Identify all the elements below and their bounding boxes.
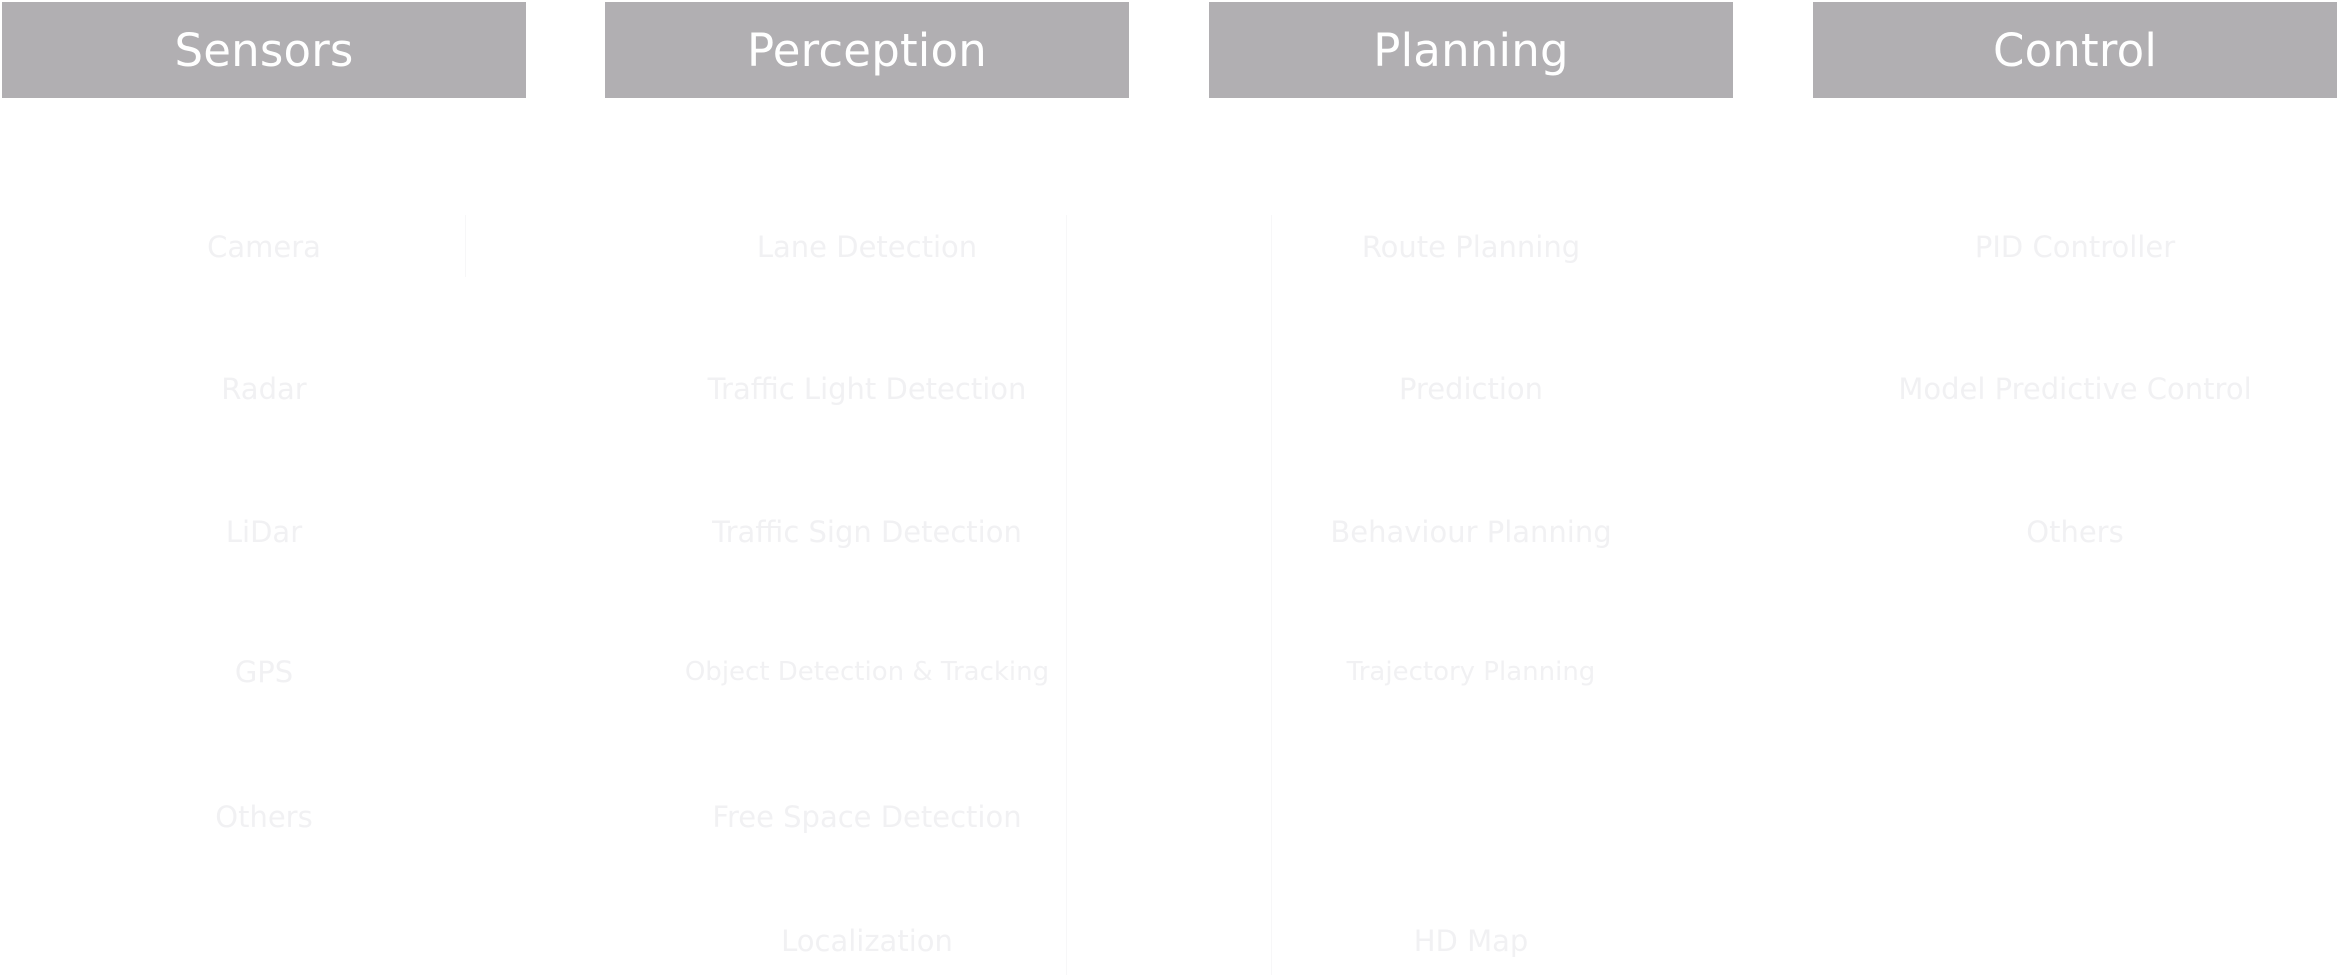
item-control-others: Others	[2026, 515, 2124, 549]
item-gps: GPS	[234, 655, 294, 689]
item-traffic-light-detection: Traffic Light Detection	[707, 372, 1027, 406]
item-trajectory-planning: Trajectory Planning	[1346, 657, 1596, 687]
item-sensors-others: Others	[215, 800, 313, 834]
separator-line	[1271, 215, 1272, 975]
column-perception: Perception Lane Detection Traffic Light …	[605, 0, 1129, 976]
separator-line	[465, 215, 466, 277]
item-lidar: LiDar	[225, 515, 303, 549]
column-header-sensors: Sensors	[2, 2, 526, 98]
item-model-predictive-control: Model Predictive Control	[1898, 372, 2252, 406]
column-control: Control PID Controller Model Predictive …	[1813, 0, 2337, 976]
column-sensors: Sensors Camera Radar LiDar GPS Others	[2, 0, 526, 976]
item-camera: Camera	[207, 230, 321, 264]
item-behaviour-planning: Behaviour Planning	[1330, 515, 1612, 549]
column-header-planning: Planning	[1209, 2, 1733, 98]
item-traffic-sign-detection: Traffic Sign Detection	[712, 515, 1022, 549]
column-planning: Planning Route Planning Prediction Behav…	[1209, 0, 1733, 976]
item-prediction: Prediction	[1398, 372, 1544, 406]
item-free-space-detection: Free Space Detection	[712, 800, 1022, 834]
separator-line	[1066, 215, 1067, 975]
item-radar: Radar	[221, 372, 307, 406]
item-object-detection-tracking: Object Detection & Tracking	[684, 657, 1050, 687]
item-hd-map: HD Map	[1413, 924, 1529, 958]
item-lane-detection: Lane Detection	[756, 230, 978, 264]
column-header-perception: Perception	[605, 2, 1129, 98]
item-pid-controller: PID Controller	[1974, 230, 2176, 264]
item-localization: Localization	[781, 924, 953, 958]
column-header-control: Control	[1813, 2, 2337, 98]
item-route-planning: Route Planning	[1361, 230, 1581, 264]
